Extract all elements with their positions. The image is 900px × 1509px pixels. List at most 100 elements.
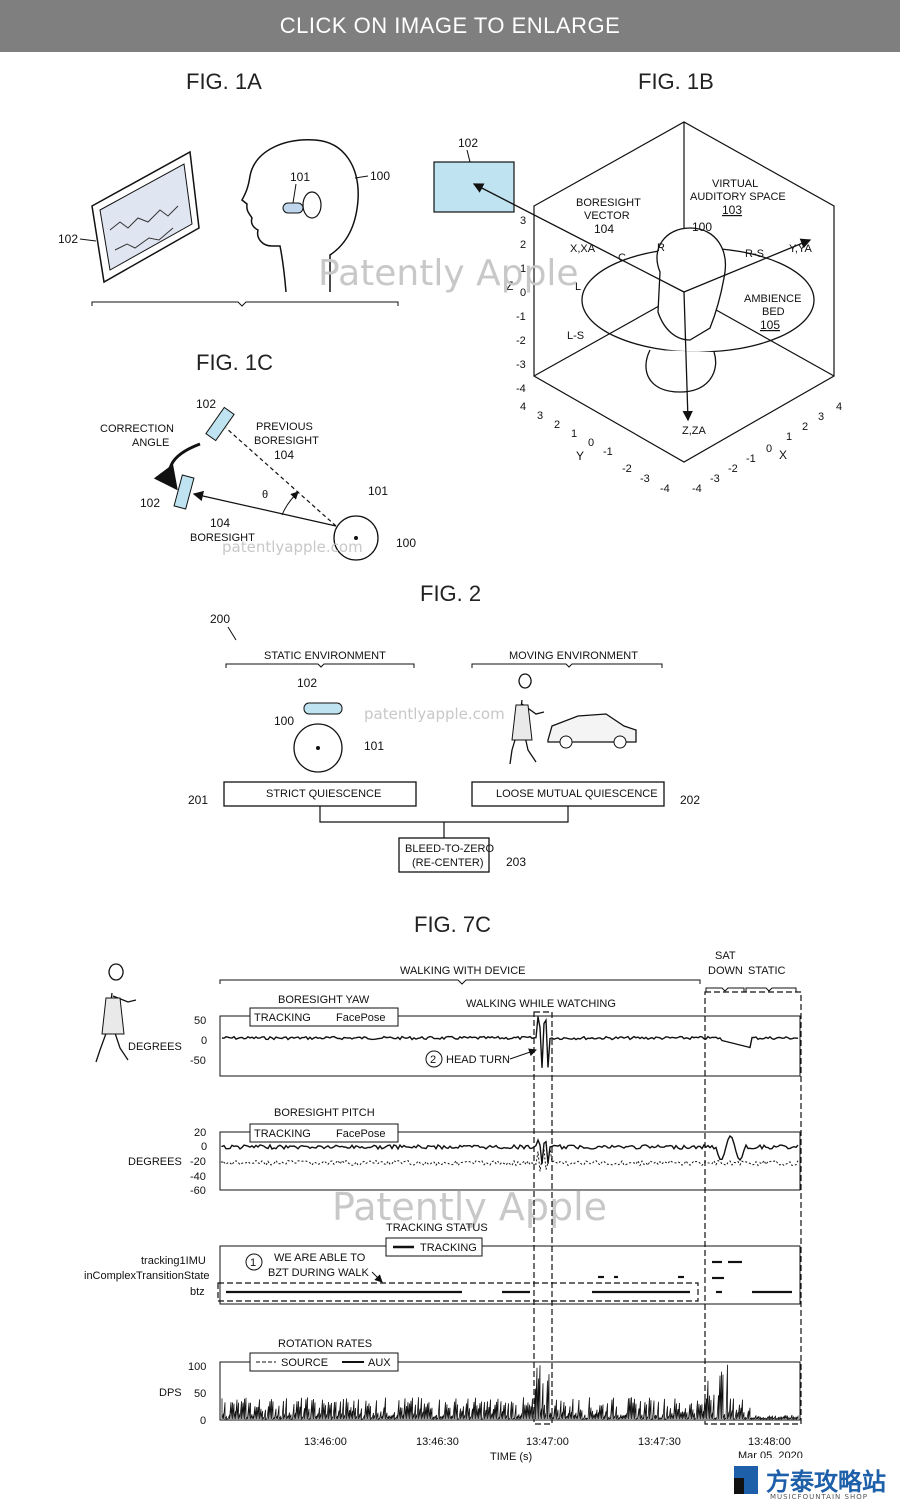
z-axis-ticks: 3 2 1 0 -1 -2 -3 -4 Z [506,215,526,395]
fig-1b-display-label: 102 [458,136,478,150]
time-axis-label: TIME (s) [490,1451,532,1463]
prev-boresight-label-a: PREVIOUS [256,421,313,433]
pitch-series [221,1135,799,1172]
watermark-patently-apple-2: Patently Apple [332,1185,607,1229]
fig-2-title: FIG. 2 [420,581,481,606]
loose-num: 202 [680,793,700,807]
bzt-label-b: BZT DURING WALK [268,1267,370,1279]
btz-label-a: BLEED-TO-ZERO [405,843,494,855]
time-tick: 13:47:00 [526,1436,569,1448]
speaker-r-label: R [657,242,665,254]
yaw-title: BORESIGHT YAW [278,994,370,1006]
x-tick: 1 [786,431,792,443]
display-box [433,161,515,213]
yaw-tick: -50 [190,1055,206,1067]
status-legend-tracking: TRACKING [420,1242,477,1254]
status-cat: inComplexTransitionState [84,1270,210,1282]
fig-7c-person-illustration [95,963,137,1063]
loose-quiescence-label: LOOSE MUTUAL QUIESCENCE [496,788,658,800]
z-tick: 0 [520,287,526,299]
fig-1a-head-label: 100 [370,169,390,183]
status-panel [219,1245,801,1305]
y-tick: -4 [660,483,670,495]
head-turn-region [533,1011,553,1425]
static-env-label: STATIC ENVIRONMENT [264,650,386,662]
enlarge-banner[interactable]: CLICK ON IMAGE TO ENLARGE [0,0,900,52]
x-tick: 4 [836,401,842,413]
x-tick: 0 [766,443,772,455]
status-bars [226,1260,792,1294]
time-tick: 13:47:30 [638,1436,681,1448]
y-tick: 2 [554,419,560,431]
time-tick: 13:46:00 [304,1436,347,1448]
fig-2-ear-num: 101 [364,739,384,753]
earbud-shape [282,202,304,214]
yaw-ylabel: DEGREES [128,1041,182,1053]
fig-7c: FIG. 7C WALKING WITH DEVICE SAT DOWN STA… [84,912,803,1463]
z-axis-label: Z [506,279,513,293]
rotation-trace-aux [221,1364,799,1421]
walking-label: WALKING WITH DEVICE [400,965,526,977]
yaw-tick: 50 [194,1015,206,1027]
xxa-label: X,XA [570,243,596,255]
pitch-legend [249,1123,399,1143]
rotation-legend-aux: AUX [368,1357,391,1369]
y-tick: -1 [603,446,613,458]
fig-1b: FIG. 1B 102 BORESIGHT VECTOR 104 VIRTUAL… [433,69,842,495]
fig-7c-title: FIG. 7C [414,912,491,937]
fig-2-ref: 200 [210,612,230,626]
pitch-title: BORESIGHT PITCH [274,1107,375,1119]
boresight-num: 104 [594,222,614,236]
rotation-tick: 50 [194,1388,206,1400]
yaw-series [221,1016,799,1068]
time-tick: 13:48:00 [748,1436,791,1448]
fig-1c-prev-num: 102 [196,397,216,411]
virtual-space-num: 103 [722,203,742,217]
fig-1b-title: FIG. 1B [638,69,714,94]
zza-label: Z,ZA [682,425,706,437]
rotation-tick: 0 [200,1415,206,1427]
btz-label-b: (RE-CENTER) [412,857,484,869]
fig-2-display-num: 102 [297,676,317,690]
pitch-trace-facepose [221,1148,799,1172]
strict-quiescence-label: STRICT QUIESCENCE [266,788,381,800]
fig-1a-earbud-label: 101 [290,170,310,184]
logo-mark-shadow-icon [734,1478,744,1494]
x-tick: 2 [802,421,808,433]
x-tick: -2 [728,463,738,475]
speaker-ls-label: L-S [567,330,584,342]
y-tick: 0 [588,437,594,449]
fig-1a-title: FIG. 1A [186,69,262,94]
z-tick: -1 [516,311,526,323]
y-tick: -2 [622,463,632,475]
bzt-highlight-box [217,1282,699,1302]
x-axis-ticks: -4 -3 -2 -1 0 1 2 3 4 X [692,401,842,495]
speaker-l-label: L [575,281,581,293]
yaw-legend [249,1007,399,1027]
watermark-url-1: patentlyapple.com [222,538,363,556]
btz-num: 203 [506,855,526,869]
rotation-ylabel: DPS [159,1387,182,1399]
bleed-to-zero-box [398,837,490,873]
prev-boresight-num: 104 [274,448,294,462]
boresight-label-b: VECTOR [584,210,630,222]
pitch-ylabel: DEGREES [128,1156,182,1168]
status-cat: tracking1IMU [141,1255,206,1267]
correction-label-b: ANGLE [132,437,169,449]
pitch-tick: 20 [194,1127,206,1139]
loose-quiescence-box [471,781,665,807]
pitch-legend-facepose: FacePose [336,1128,386,1140]
fig-1c-boresight-label: BORESIGHT [190,532,255,544]
z-tick: 2 [520,239,526,251]
status-title: TRACKING STATUS [386,1222,488,1234]
pitch-tick: 0 [201,1141,207,1153]
virtual-space-label-a: VIRTUAL [712,178,758,190]
status-legend [385,1237,483,1257]
fig-1b-head-num: 100 [692,220,712,234]
z-tick: -2 [516,335,526,347]
watermark-patently-apple: Patently Apple [318,253,579,294]
x-tick: -4 [692,483,702,495]
fig-1a-device-label: 102 [58,232,78,246]
yaw-tick: 0 [201,1035,207,1047]
bzt-label-a: WE ARE ABLE TO [274,1252,366,1264]
